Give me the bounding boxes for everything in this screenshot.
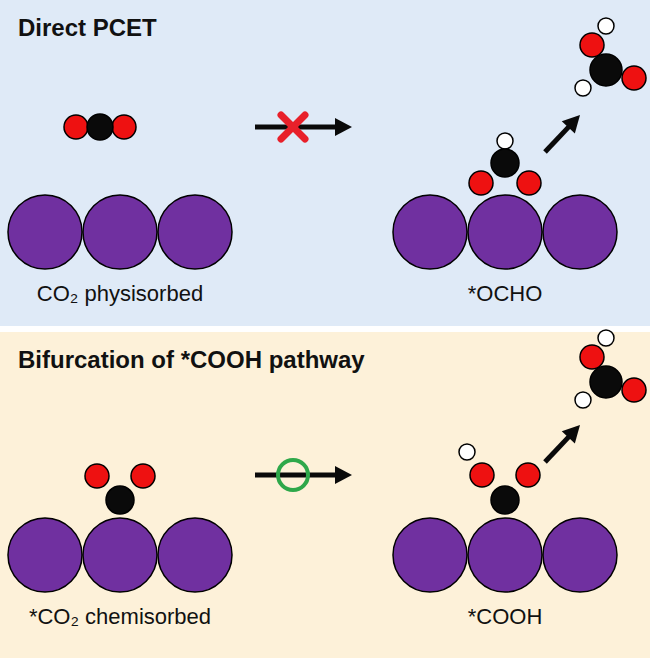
metal-atom [468, 195, 542, 269]
carbon-atom [106, 486, 134, 514]
hydrogen-atom [459, 444, 475, 460]
oxygen-atom [131, 464, 155, 488]
red-cross [281, 115, 305, 139]
desorption-arrow [545, 115, 580, 152]
ocho-adsorbate [469, 133, 541, 195]
metal-atom [8, 518, 82, 592]
hydrogen-atom [598, 330, 614, 346]
metal-atom [468, 518, 542, 592]
reaction-panel: Direct PCET [0, 0, 650, 326]
species-label-wrap: *OCHO [468, 281, 543, 307]
carbon-atom [87, 114, 113, 140]
metal-surface [8, 518, 232, 592]
allowed-arrow [255, 466, 352, 484]
metal-surface [8, 195, 232, 269]
bent-co2-adsorbate [85, 464, 155, 514]
metal-atom [158, 518, 232, 592]
species-label-wrap: *CO₂ chemisorbed [29, 604, 211, 630]
hydrogen-atom [575, 80, 591, 96]
cooh-adsorbate [459, 444, 540, 514]
metal-atom [393, 195, 467, 269]
metal-atom [158, 195, 232, 269]
metal-atom [543, 518, 617, 592]
panel-heading: Direct PCET [18, 14, 157, 42]
metal-atom [83, 518, 157, 592]
species-label-wrap: *COOH [468, 604, 543, 630]
oxygen-atom [85, 464, 109, 488]
carbon-atom [491, 486, 519, 514]
co2-molecule [64, 114, 136, 140]
blocked-arrow [255, 118, 352, 136]
species-label: *CO₂ chemisorbed [29, 604, 211, 630]
species-label: CO₂ physisorbed [37, 281, 203, 307]
metal-atom [8, 195, 82, 269]
carbon-atom [590, 54, 622, 86]
carbon-atom [590, 366, 622, 398]
desorption-arrow [545, 425, 580, 462]
oxygen-atom [580, 345, 604, 369]
oxygen-atom [64, 115, 88, 139]
oxygen-atom [112, 115, 136, 139]
carbon-atom [491, 149, 519, 177]
metal-surface [393, 195, 617, 269]
hydrogen-atom [575, 392, 591, 408]
hydrogen-atom [598, 18, 614, 34]
oxygen-atom [516, 463, 540, 487]
oxygen-atom [622, 378, 646, 402]
formic-acid-molecule [575, 18, 646, 96]
formic-acid-molecule [575, 330, 646, 408]
oxygen-atom [517, 171, 541, 195]
species-label: *OCHO [468, 281, 543, 307]
metal-surface [393, 518, 617, 592]
metal-atom [543, 195, 617, 269]
metal-atom [393, 518, 467, 592]
oxygen-atom [622, 66, 646, 90]
species-label: *COOH [468, 604, 543, 630]
hydrogen-atom [497, 133, 513, 149]
oxygen-atom [469, 171, 493, 195]
panel-heading: Bifurcation of *COOH pathway [18, 346, 365, 374]
oxygen-atom [580, 33, 604, 57]
oxygen-atom [470, 463, 494, 487]
green-circle [278, 460, 308, 490]
species-label-wrap: CO₂ physisorbed [37, 281, 203, 307]
metal-atom [83, 195, 157, 269]
